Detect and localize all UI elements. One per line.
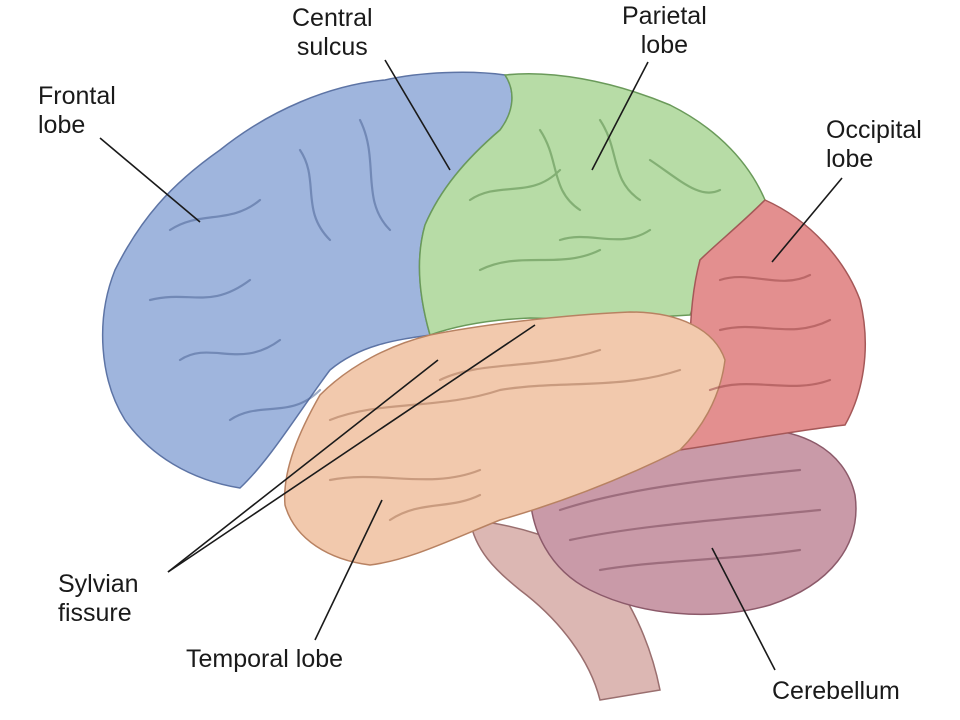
label-central-sulcus: Central sulcus bbox=[292, 4, 373, 61]
leader-line-parietal-lobe bbox=[591, 61, 649, 171]
leader-line-sylvian-fissure-1 bbox=[167, 359, 439, 573]
leader-line-sylvian-fissure-2 bbox=[167, 324, 536, 573]
leader-line-occipital-lobe bbox=[771, 177, 843, 263]
leader-line-cerebellum bbox=[711, 547, 776, 671]
leader-lines bbox=[99, 59, 843, 671]
temporal-lobe-region bbox=[283, 311, 726, 566]
leader-line-central-sulcus bbox=[384, 59, 451, 171]
label-parietal-lobe: Parietal lobe bbox=[622, 2, 707, 59]
label-frontal-lobe: Frontal lobe bbox=[38, 82, 116, 139]
label-occipital-lobe: Occipital lobe bbox=[826, 116, 922, 173]
leader-line-frontal-lobe bbox=[99, 137, 201, 223]
label-cerebellum: Cerebellum bbox=[772, 677, 900, 705]
gyri-detail bbox=[148, 118, 832, 572]
label-temporal-lobe: Temporal lobe bbox=[186, 645, 344, 673]
label-sylvian-fissure: Sylvian fissure bbox=[58, 570, 139, 627]
leader-line-temporal-lobe bbox=[314, 499, 383, 641]
